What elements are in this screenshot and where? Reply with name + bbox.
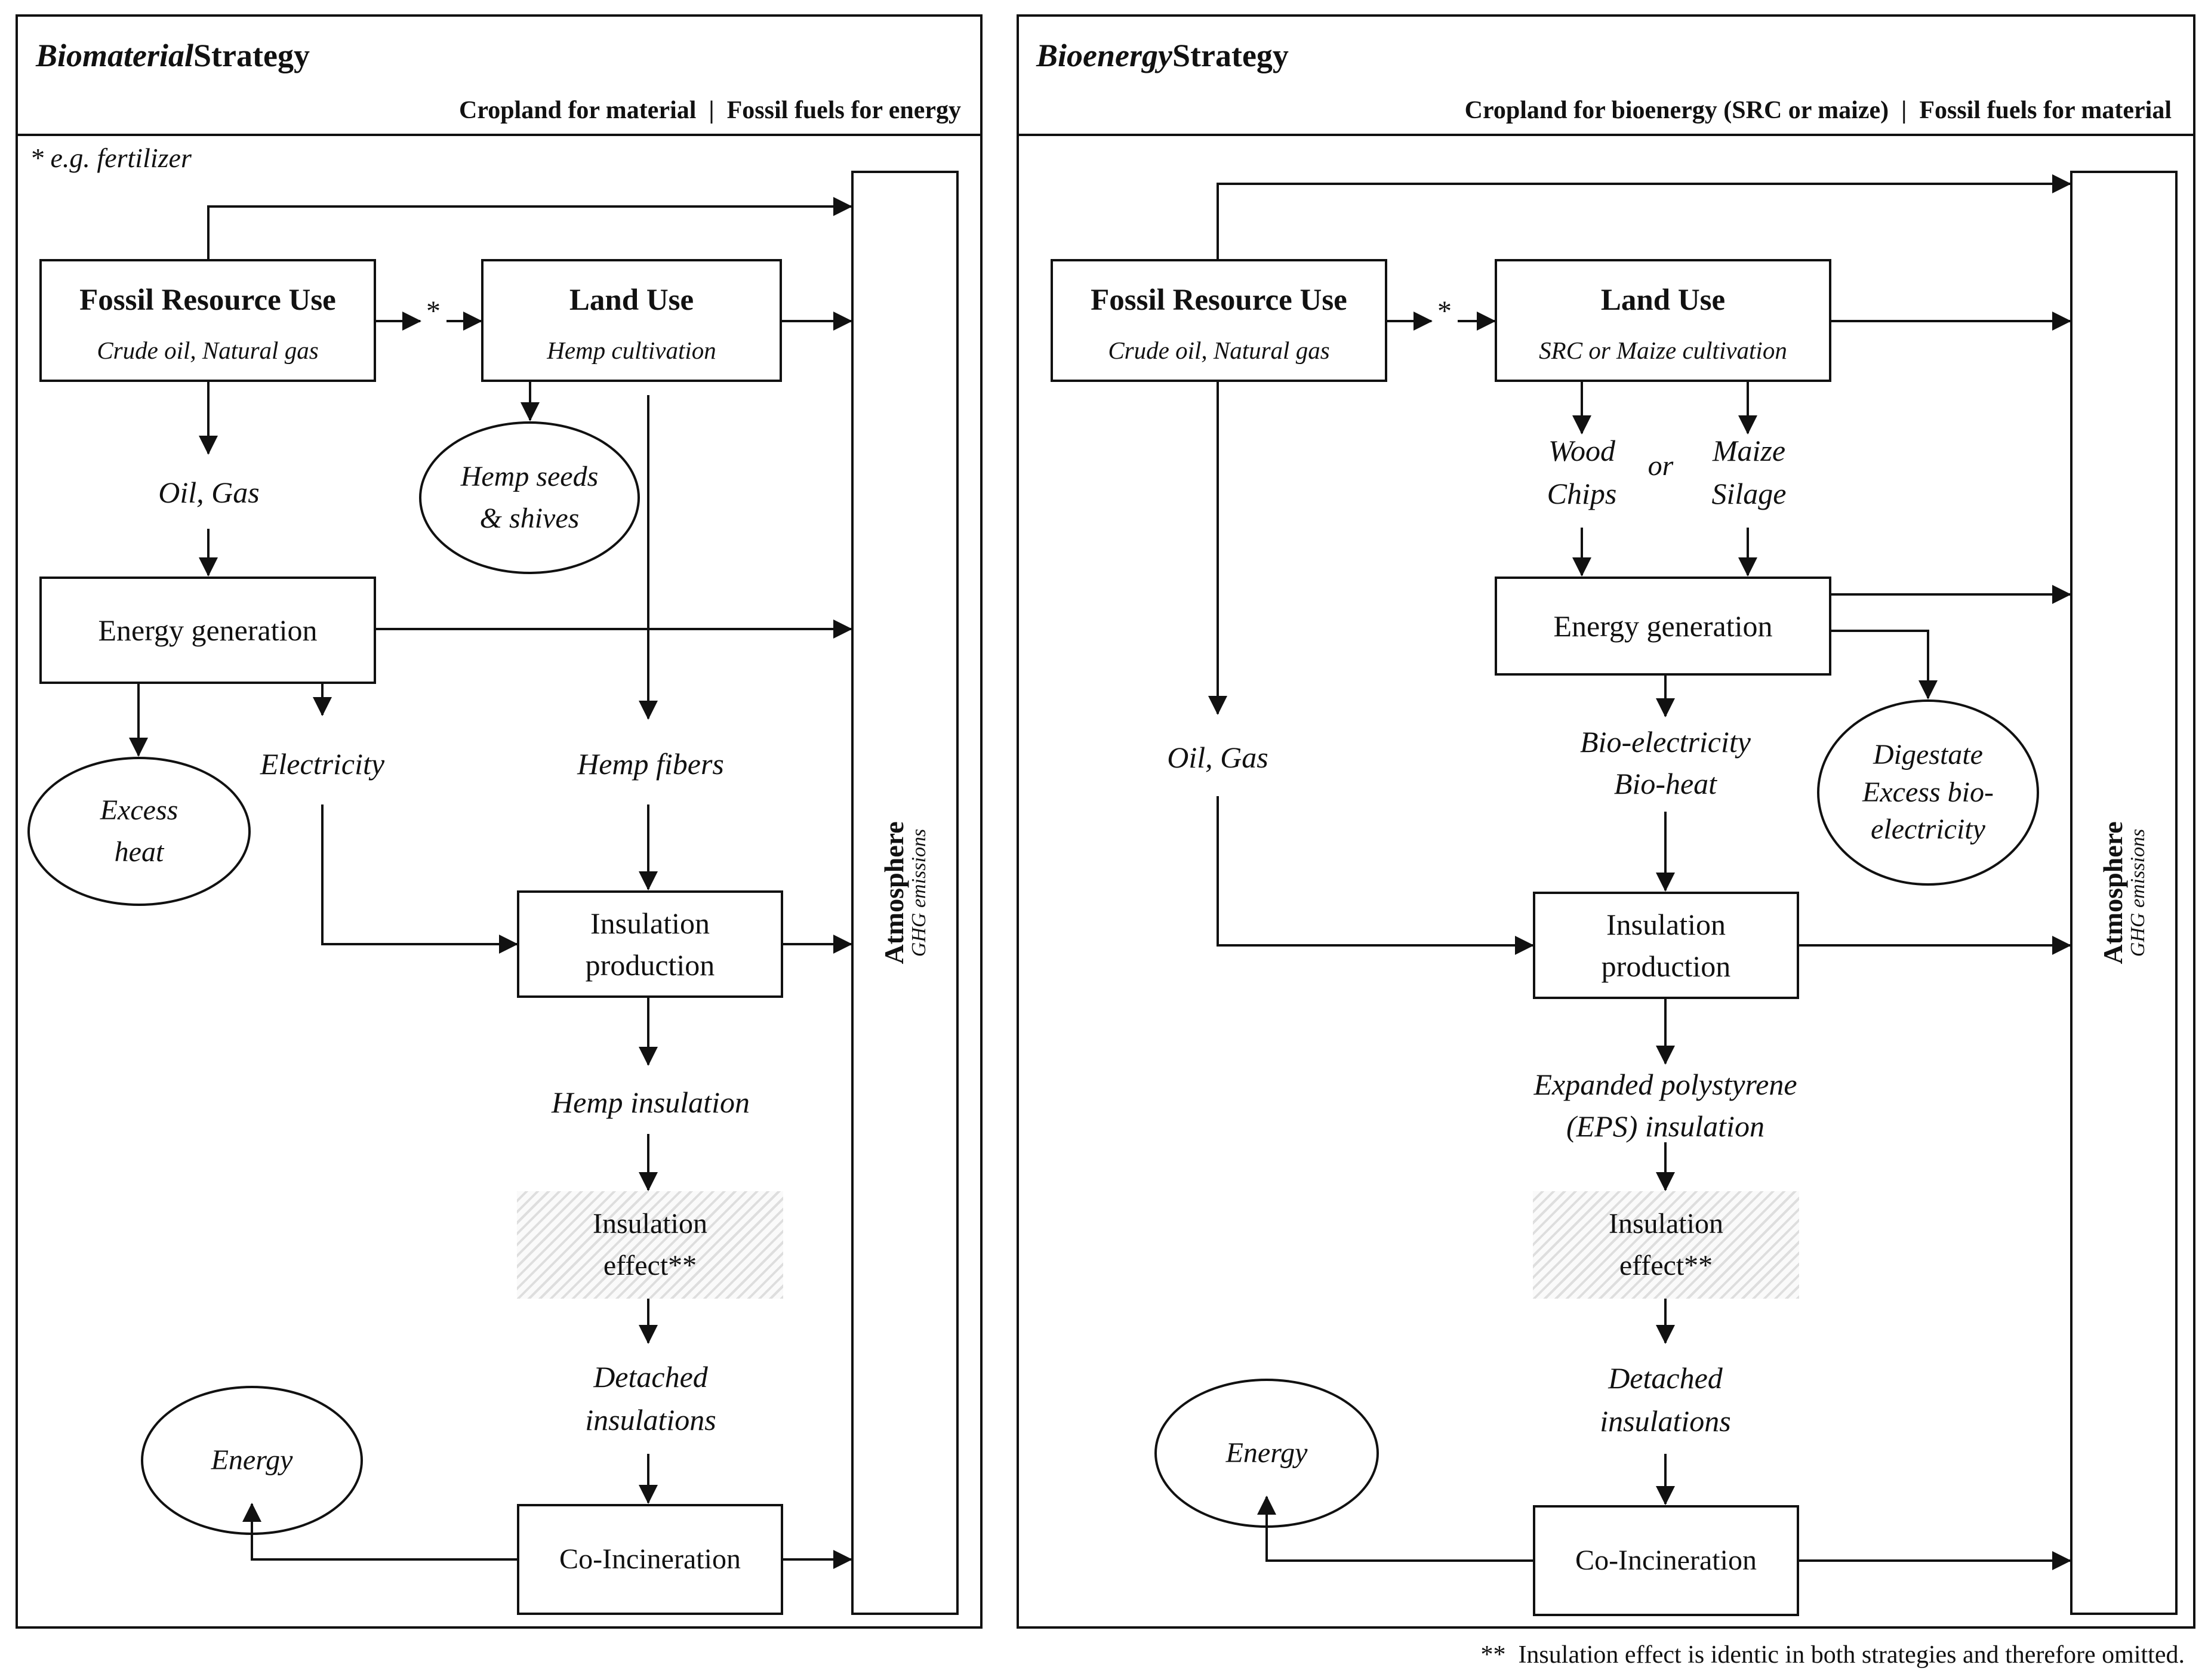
insulation-production-box-right: Insulation production xyxy=(1533,892,1799,999)
panel-biomaterial xyxy=(16,14,983,1629)
panel-bioenergy xyxy=(1017,14,2195,1629)
co-incineration-box-right: Co-Incineration xyxy=(1533,1505,1799,1616)
excess-heat-ellipse: Excess heat xyxy=(27,757,251,906)
insulation-production-box: Insulation production xyxy=(517,890,783,998)
header-divider-left xyxy=(16,134,983,136)
arrow-coinc-to-energy-r xyxy=(1257,1496,1533,1562)
title-emphasis: Bioenergy xyxy=(1036,37,1172,73)
land-use-title: Land Use xyxy=(1600,283,1726,317)
fertilizer-star-right: * xyxy=(1437,295,1452,328)
arrow-coinc-to-energy xyxy=(242,1503,517,1561)
oil-gas-label: Oil, Gas xyxy=(158,476,260,509)
arrow-fossil-to-atmosphere xyxy=(207,197,852,259)
hemp-insulation-label: Hemp insulation xyxy=(552,1086,750,1119)
fossil-resource-title: Fossil Resource Use xyxy=(79,283,336,317)
fossil-resource-sub: Crude oil, Natural gas xyxy=(1108,337,1330,365)
arrow-electricity-to-insulation xyxy=(321,804,518,954)
header-divider-right xyxy=(1017,134,2195,136)
or-label: or xyxy=(1647,450,1674,482)
fossil-resource-use-box-right: Fossil Resource Use Crude oil, Natural g… xyxy=(1051,259,1387,382)
arrow-oilgas-to-insulation-r xyxy=(1217,796,1534,955)
insulation-effect-box-right: Insulation effect** xyxy=(1533,1191,1799,1299)
title-emphasis: Biomaterial xyxy=(36,37,194,73)
panel-subtitle-biomaterial: Cropland for material | Fossil fuels for… xyxy=(458,96,961,124)
title-rest: Strategy xyxy=(193,37,310,73)
co-incineration-box: Co-Incineration xyxy=(517,1504,783,1615)
oil-gas-label-right: Oil, Gas xyxy=(1167,741,1268,774)
land-use-title: Land Use xyxy=(569,283,694,317)
panel-subtitle-bioenergy: Cropland for bioenergy (SRC or maize) | … xyxy=(1464,96,2172,124)
digestate-ellipse: Digestate Excess bio- electricity xyxy=(1817,699,2039,886)
detached-insulations-label: Detached insulations xyxy=(585,1360,716,1437)
panel-title-bioenergy: Bioenergy Strategy xyxy=(1036,35,1289,76)
footnote-insulation-effect: ** Insulation effect is identic in both … xyxy=(1480,1641,2185,1669)
fertilizer-star: * xyxy=(426,295,441,328)
title-rest: Strategy xyxy=(1172,37,1289,73)
land-use-sub: SRC or Maize cultivation xyxy=(1539,337,1787,365)
arrow-energy-to-digestate xyxy=(1831,630,1938,699)
fossil-resource-sub: Crude oil, Natural gas xyxy=(97,337,319,365)
land-use-box: Land Use Hemp cultivation xyxy=(481,259,782,382)
fossil-resource-use-box: Fossil Resource Use Crude oil, Natural g… xyxy=(39,259,376,382)
hemp-seeds-ellipse: Hemp seeds & shives xyxy=(419,421,640,574)
atmosphere-box-right: Atmosphere GHG emissions xyxy=(2070,171,2178,1615)
insulation-effect-box: Insulation effect** xyxy=(517,1191,783,1299)
footnote-fertilizer: * e.g. fertilizer xyxy=(30,143,192,174)
land-use-box-right: Land Use SRC or Maize cultivation xyxy=(1495,259,1831,382)
bio-electricity-label: Bio-electricity Bio-heat xyxy=(1580,725,1751,800)
panel-title-biomaterial: Biomaterial Strategy xyxy=(36,35,310,76)
wood-chips-label: Wood Chips xyxy=(1547,433,1617,511)
atmosphere-box: Atmosphere GHG emissions xyxy=(851,171,959,1615)
maize-silage-label: Maize Silage xyxy=(1711,433,1787,511)
electricity-label: Electricity xyxy=(260,747,385,781)
fossil-resource-title: Fossil Resource Use xyxy=(1091,283,1347,317)
energy-generation-box-right: Energy generation xyxy=(1495,577,1831,676)
detached-insulations-label-right: Detached insulations xyxy=(1600,1361,1731,1438)
land-use-sub: Hemp cultivation xyxy=(547,337,716,365)
arrow-fossil-to-atmosphere-r xyxy=(1217,174,2071,259)
energy-generation-box: Energy generation xyxy=(39,577,376,684)
eps-insulation-label: Expanded polystyrene (EPS) insulation xyxy=(1533,1068,1797,1143)
hemp-fibers-label: Hemp fibers xyxy=(577,747,724,781)
